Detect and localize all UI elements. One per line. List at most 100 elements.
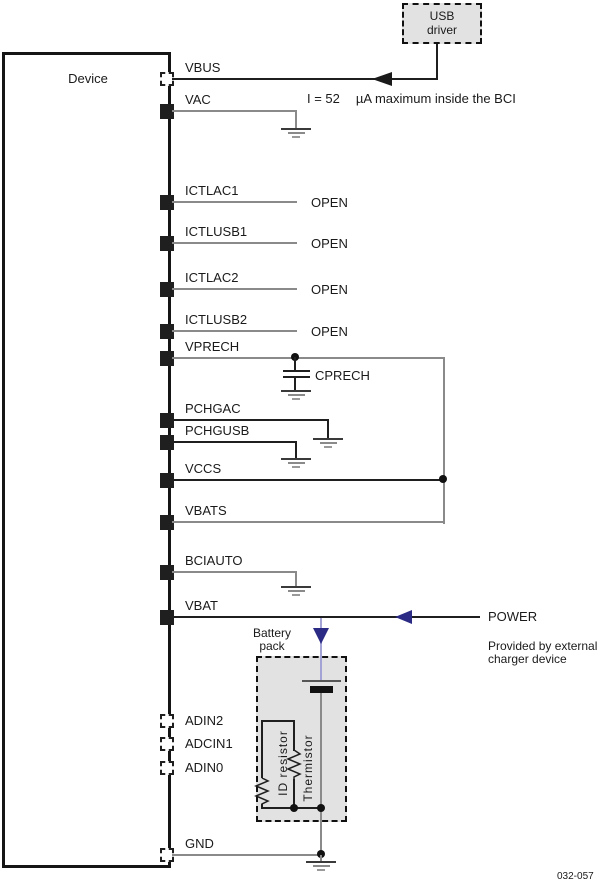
cprech-top-stem: [294, 357, 296, 370]
battery-pack-label-line2: pack: [259, 639, 285, 653]
cprech-label: CPRECH: [315, 368, 370, 383]
gnd-junction-dot: [317, 850, 325, 858]
pin-bciauto: [160, 565, 174, 580]
current-note: I = 52 µA maximum inside the BCI: [307, 92, 516, 105]
pin-vbats: [160, 515, 174, 530]
pin-label-vccs: VCCS: [185, 461, 222, 476]
pin-ictlac2: [160, 282, 174, 297]
vbats-wire: [172, 521, 445, 523]
pin-label-vbat: VBAT: [185, 598, 218, 613]
battery-top-wire: [261, 720, 295, 722]
right-rail-wire: [443, 357, 445, 524]
pchgac-wire: [172, 419, 329, 421]
bciauto-ground-stem: [295, 571, 297, 586]
pchgac-ground-icon: [313, 438, 343, 450]
device-label: Device: [68, 71, 108, 86]
pin-label-ictlac2: ICTLAC2: [185, 270, 239, 285]
battery-bottom-junction-dot: [317, 804, 325, 812]
battery-main-wire: [320, 693, 322, 856]
pin-ictlusb1: [160, 236, 174, 251]
pchgusb-wire: [172, 441, 297, 443]
power-arrow-icon: [395, 610, 412, 624]
gnd-ground-stem: [320, 855, 322, 861]
pin-label-ictlac1: ICTLAC1: [185, 183, 239, 198]
pin-label-vprech: VPRECH: [185, 339, 240, 354]
ictlac1-wire: [172, 201, 297, 203]
usb-driver-box: [402, 3, 482, 44]
ictlusb2-open-label: OPEN: [311, 324, 348, 339]
power-note-line1: Provided by external: [488, 639, 598, 653]
cprech-plate-top: [283, 370, 310, 372]
vbus-wire: [172, 78, 438, 80]
thermistor-label: Thermistor: [301, 734, 315, 802]
vac-ground-icon: [281, 128, 311, 140]
cprech-bottom-stem: [294, 378, 296, 390]
vccs-junction-dot: [439, 475, 447, 483]
pin-pchgac: [160, 413, 174, 428]
vac-ground-stem: [295, 110, 297, 128]
bciauto-ground-icon: [281, 586, 311, 598]
cprech-plate-bottom: [283, 376, 310, 378]
gnd-ground-icon: [306, 861, 336, 873]
pin-label-ictlusb2: ICTLUSB2: [185, 312, 248, 327]
ictlusb1-open-label: OPEN: [311, 236, 348, 251]
battery-plate-negative: [310, 686, 333, 693]
pin-label-pchgac: PCHGAC: [185, 401, 241, 416]
pin-adin0: [160, 761, 174, 775]
id-resistor-bottom-wire: [261, 804, 263, 809]
pin-label-vbats: VBATS: [185, 503, 227, 518]
battery-pack-box: [256, 656, 347, 822]
gnd-wire: [172, 854, 322, 856]
pin-label-vac: VAC: [185, 92, 211, 107]
ictlac2-wire: [172, 288, 297, 290]
vbus-current-arrow-icon: [372, 72, 392, 86]
device-box: [2, 52, 171, 868]
pchgusb-ground-stem: [295, 441, 297, 458]
pin-label-adin0: ADIN0: [185, 760, 224, 775]
pchgusb-ground-icon: [281, 458, 311, 470]
usb-driver-label-line1: USB: [429, 9, 455, 23]
pin-vprech: [160, 351, 174, 366]
pin-vac: [160, 104, 174, 119]
vprech-wire: [172, 357, 445, 359]
pin-ictlac1: [160, 195, 174, 210]
pin-label-bciauto: BCIAUTO: [185, 553, 243, 568]
usb-driver-label-line2: driver: [426, 23, 457, 37]
pin-vbat: [160, 610, 174, 625]
vac-wire: [172, 110, 297, 112]
pin-ictlusb2: [160, 324, 174, 339]
pchgac-ground-stem: [327, 419, 329, 438]
pin-label-adcin1: ADCIN1: [185, 736, 233, 751]
pin-adin2: [160, 714, 174, 728]
pin-pchgusb: [160, 435, 174, 450]
ictlac1-open-label: OPEN: [311, 195, 348, 210]
thermistor-junction-dot: [290, 804, 298, 812]
cprech-ground-icon: [281, 390, 311, 402]
vccs-wire: [172, 479, 445, 481]
ictlusb1-wire: [172, 242, 297, 244]
usb-driver-drop-wire: [436, 44, 438, 80]
current-note-suffix: µA maximum inside the BCI: [355, 91, 516, 106]
pin-adcin1: [160, 737, 174, 751]
power-label: POWER: [488, 609, 538, 624]
ictlac2-open-label: OPEN: [311, 282, 348, 297]
thermistor-bottom-wire: [293, 779, 295, 809]
id-resistor-zigzag-icon: [254, 778, 270, 806]
id-resistor-top-wire: [261, 720, 263, 778]
thermistor-zigzag-icon: [286, 750, 302, 780]
pin-label-ictlusb1: ICTLUSB1: [185, 224, 248, 239]
pin-label-adin2: ADIN2: [185, 713, 224, 728]
pin-vccs: [160, 473, 174, 488]
pin-label-gnd: GND: [185, 836, 214, 851]
current-note-prefix: I = 52: [307, 91, 340, 106]
ictlusb2-wire: [172, 330, 297, 332]
bciauto-wire: [172, 571, 297, 573]
pin-label-pchgusb: PCHGUSB: [185, 423, 250, 438]
vbat-battery-branch-wire: [320, 618, 322, 681]
vbat-wire: [172, 616, 480, 618]
thermistor-top-wire: [293, 720, 295, 751]
power-note-line2: charger device: [488, 652, 567, 666]
figure-id: 032-057: [557, 871, 594, 882]
battery-plate-positive: [302, 680, 341, 682]
battery-charge-arrow-icon: [313, 628, 329, 644]
